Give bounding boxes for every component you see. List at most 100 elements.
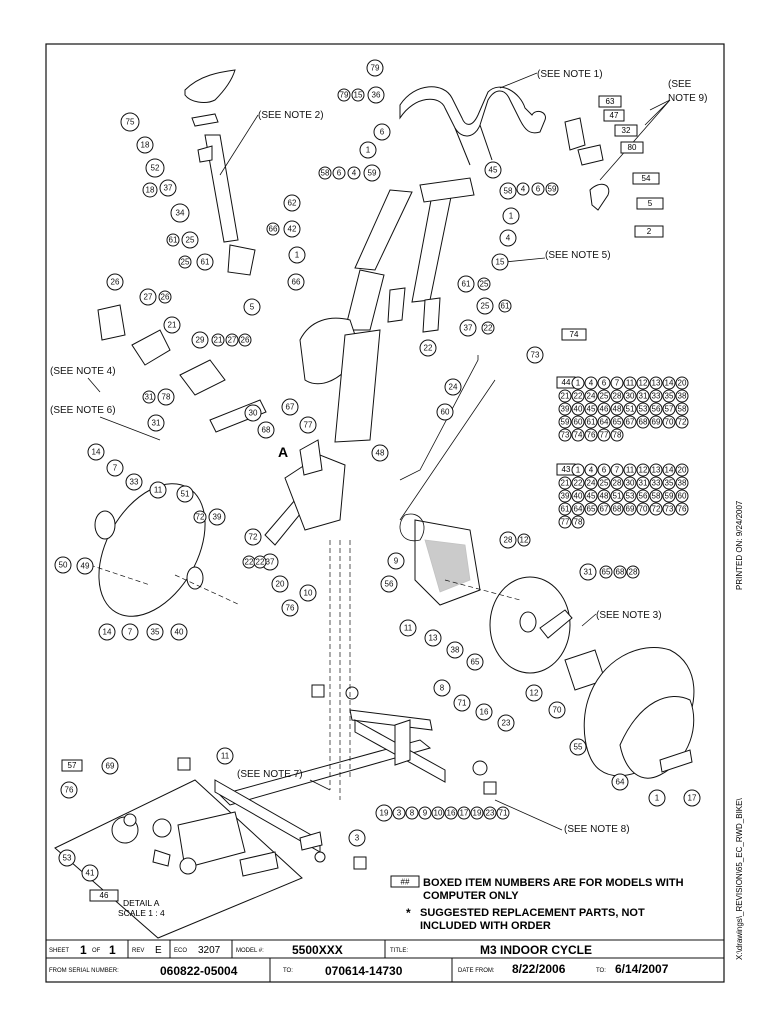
part-callout-37: 37 [159,179,177,197]
group-item-72: 72 [649,502,663,516]
part-callout-25: 25 [178,255,192,269]
part-callout-59: 59 [363,164,381,182]
parts-artwork [54,69,695,939]
boxed-label-74: 74 [561,328,587,341]
part-callout-59: 59 [545,182,559,196]
part-callout-11: 11 [216,747,234,765]
part-callout-25: 25 [476,297,494,315]
part-number: 10 [304,589,313,598]
group-item-14: 14 [662,463,676,477]
group-item-number: 58 [652,492,661,501]
part-number: 20 [276,580,285,589]
group-item-number: 31 [639,479,648,488]
legend-suggested-line2: INCLUDED WITH ORDER [420,920,551,932]
group-item-number: 25 [600,479,609,488]
group-item-25: 25 [597,476,611,490]
part-number: 13 [429,634,438,643]
group-item-number: 53 [626,492,635,501]
part-callout-28: 28 [626,565,640,579]
group-item-number: 67 [626,418,635,427]
part-callout-8: 8 [433,679,451,697]
part-callout-23: 23 [497,714,515,732]
part-callout-37: 37 [261,553,279,571]
group-item-number: 28 [613,479,622,488]
boxed-number: 43 [562,465,571,474]
part-number: 11 [154,486,163,495]
note-5: (SEE NOTE 5) [545,250,611,261]
part-callout-1: 1 [359,141,377,159]
group-item-number: 48 [613,405,622,414]
group-item-22: 22 [571,476,585,490]
part-callout-45: 45 [484,161,502,179]
part-number: 6 [536,185,541,194]
date-to-label: TO: [596,968,606,974]
group-item-number: 72 [678,418,687,427]
group-item-6: 6 [597,463,611,477]
part-callout-18: 18 [136,136,154,154]
group-item-11: 11 [623,463,637,477]
part-number: 55 [574,743,583,752]
part-callout-40: 40 [170,623,188,641]
part-number: 76 [65,786,74,795]
group-item-40: 40 [571,402,585,416]
part-number: 61 [462,280,471,289]
group-item-number: 31 [639,392,648,401]
group-item-number: 64 [600,418,609,427]
note-7: (SEE NOTE 7) [237,769,303,780]
part-callout-31: 31 [147,414,165,432]
note-6: (SEE NOTE 6) [50,405,116,416]
group-item-45: 45 [584,402,598,416]
part-number: 16 [480,708,489,717]
group-item-number: 13 [652,379,661,388]
part-number: 8 [440,684,445,693]
part-callout-26: 26 [158,290,172,304]
legend-suggested-line1: SUGGESTED REPLACEMENT PARTS, NOT [420,907,645,919]
to-serial-value: 070614-14730 [325,964,403,978]
part-number: 77 [304,421,313,430]
part-number: 33 [130,478,139,487]
part-callout-65: 65 [599,565,613,579]
group-item-number: 16 [447,809,456,818]
part-number: 37 [266,558,275,567]
group-item-13: 13 [649,463,663,477]
part-number: 15 [354,91,363,100]
group-item-number: 73 [561,431,570,440]
part-number: 58 [504,187,513,196]
boxed-label-54: 54 [632,172,660,185]
group-item-4: 4 [584,376,598,390]
part-number: 21 [168,321,177,330]
group-item-number: 33 [652,392,661,401]
group-item-number: 65 [587,505,596,514]
part-callout-13: 13 [424,629,442,647]
part-callout-26: 26 [106,273,124,291]
group-item-70: 70 [662,415,676,429]
part-number: 68 [616,568,625,577]
part-callout-20: 20 [271,575,289,593]
group-item-68: 68 [636,415,650,429]
part-callout-33: 33 [125,473,143,491]
part-callout-52: 52 [145,158,165,178]
part-number: 26 [241,336,250,345]
part-number: 64 [616,778,625,787]
part-callout-76: 76 [60,781,78,799]
group-item-number: 68 [613,505,622,514]
group-item-number: 14 [665,379,674,388]
group-item-number: 1 [576,379,581,388]
group-item-24: 24 [584,476,598,490]
part-callout-1: 1 [648,789,666,807]
group-item-59: 59 [662,489,676,503]
group-item-number: 4 [589,466,594,475]
group-41-item-23: 23 [483,806,497,820]
part-callout-64: 64 [611,773,629,791]
group-item-number: 20 [678,466,687,475]
boxed-label-46: 46 [89,889,119,902]
group-item-number: 46 [600,405,609,414]
part-number: 31 [145,393,154,402]
boxed-number: 80 [628,143,637,152]
part-callout-31: 31 [579,563,597,581]
boxed-label-57: 57 [61,759,83,772]
from-serial-value: 060822-05004 [160,964,238,978]
group-item-number: 38 [678,479,687,488]
group-item-number: 7 [615,379,620,388]
